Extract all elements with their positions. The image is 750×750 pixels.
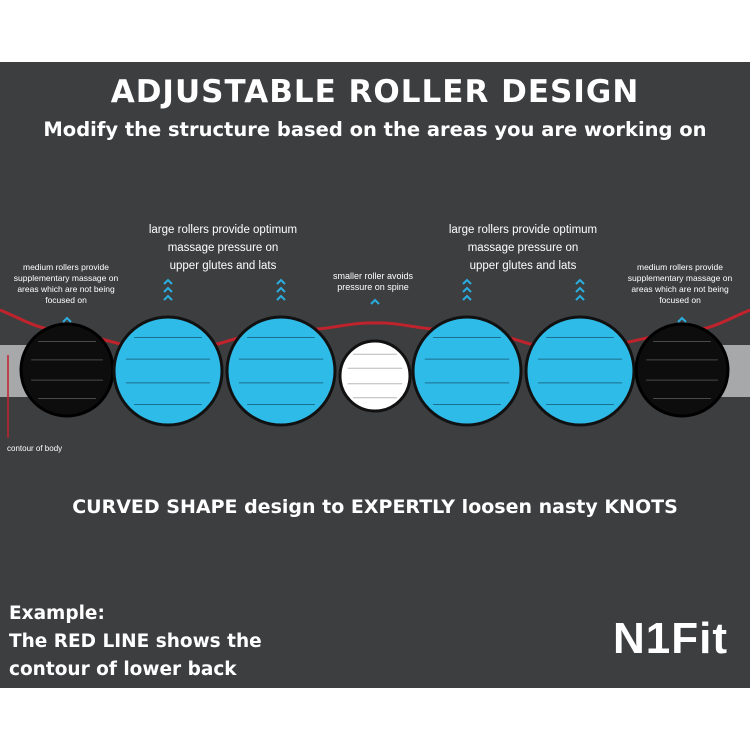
up-arrow-icon-2-1 bbox=[276, 278, 286, 285]
contour-label: contour of body bbox=[7, 444, 63, 453]
up-arrow-icon-3-2 bbox=[462, 286, 472, 293]
up-arrow-icon-single-1 bbox=[62, 316, 72, 323]
up-arrow-icon-2-3 bbox=[276, 294, 286, 301]
up-arrow-icon-4-2 bbox=[575, 286, 585, 293]
roller-large-3 bbox=[225, 315, 337, 427]
up-arrow-icon-1-3 bbox=[163, 294, 173, 301]
page-title: ADJUSTABLE ROLLER DESIGN bbox=[110, 74, 640, 110]
roller-large-6 bbox=[524, 315, 636, 427]
roller-small-4 bbox=[338, 339, 412, 413]
up-arrow-icon-single-3 bbox=[370, 298, 380, 305]
up-arrow-icon-1-2 bbox=[163, 286, 173, 293]
up-arrow-icon-4-3 bbox=[575, 294, 585, 301]
up-arrow-icon-4-1 bbox=[575, 278, 585, 285]
page-subtitle: Modify the structure based on the areas … bbox=[43, 118, 707, 141]
up-arrow-icon-single-2 bbox=[677, 316, 687, 323]
up-arrow-icon-3-3 bbox=[462, 294, 472, 301]
roller-large-2 bbox=[112, 315, 224, 427]
tagline: CURVED SHAPE design to EXPERTLY loosen n… bbox=[72, 496, 678, 518]
brand-logo: N1Fit bbox=[613, 614, 728, 663]
example-text: Example: The RED LINE shows the contour … bbox=[9, 603, 262, 680]
rollers-group bbox=[19, 315, 730, 427]
up-arrow-icon-2-2 bbox=[276, 286, 286, 293]
arrows-group bbox=[62, 278, 687, 323]
roller-medium-7 bbox=[634, 322, 730, 418]
up-arrow-icon-1-1 bbox=[163, 278, 173, 285]
up-arrow-icon-3-1 bbox=[462, 278, 472, 285]
roller-medium-1 bbox=[19, 322, 115, 418]
roller-large-5 bbox=[411, 315, 523, 427]
contour-red-line bbox=[0, 308, 750, 346]
